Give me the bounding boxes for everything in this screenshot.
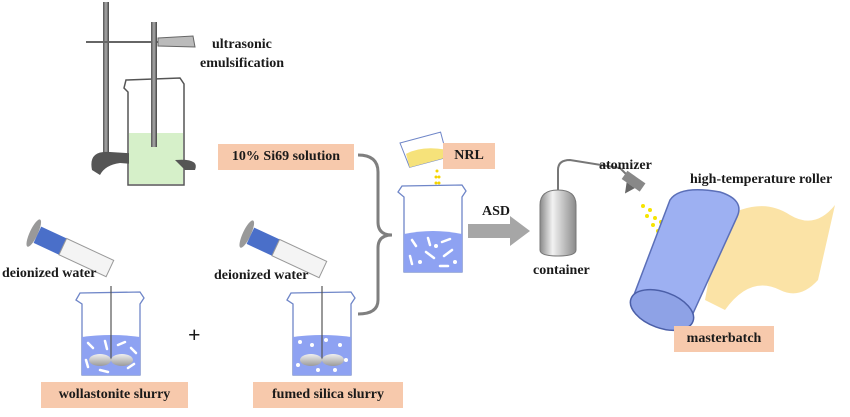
fumed-silica-beaker-icon <box>286 286 356 376</box>
fumed-silica-slurry-label: fumed silica slurry <box>253 382 403 408</box>
roller-label: high-temperature roller <box>690 172 833 187</box>
graduated-cylinder-2-icon <box>239 220 328 279</box>
deionized-water-label-2: deionized water <box>214 268 309 283</box>
ultrasonic-label-line1: ultrasonic <box>212 37 272 52</box>
latex-pour-cup-icon <box>399 131 448 168</box>
asd-arrow <box>468 216 530 246</box>
atomizer-icon <box>621 170 646 194</box>
roller-icon <box>629 189 740 332</box>
si69-solution-label: 10% Si69 solution <box>218 144 354 170</box>
wollastonite-slurry-label: wollastonite slurry <box>41 382 188 408</box>
container-icon <box>539 158 629 257</box>
container-label: container <box>533 263 590 278</box>
nrl-label: NRL <box>443 143 495 169</box>
masterbatch-label: masterbatch <box>674 326 774 352</box>
plus-sign: + <box>188 322 201 347</box>
atomizer-label: atomizer <box>599 158 652 173</box>
asd-label: ASD <box>482 204 511 219</box>
ultrasonic-setup-icon <box>86 2 196 186</box>
graduated-cylinder-1-icon <box>26 219 115 278</box>
wollastonite-beaker-icon <box>75 286 145 376</box>
ultrasonic-label-line2: emulsification <box>200 56 284 71</box>
merge-brace <box>357 153 393 316</box>
masterbatch-film <box>705 205 835 310</box>
deionized-water-label-1: deionized water <box>2 266 97 281</box>
mixture-beaker-icon <box>397 184 467 273</box>
